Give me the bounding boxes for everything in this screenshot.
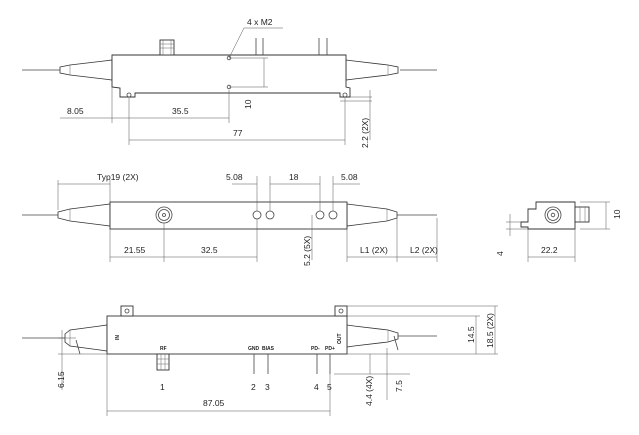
- label-d-4: 4: [495, 251, 505, 256]
- label-d-8-05: 8.05: [67, 106, 84, 116]
- label-in: IN: [115, 335, 121, 340]
- mid-right-boot: [346, 203, 398, 227]
- label-d-21-55: 21.55: [124, 245, 146, 255]
- top-view: 4 x M2 10 8.05 35.5 77 2.2 (2X): [22, 17, 437, 148]
- label-gnd: GND: [248, 346, 260, 352]
- label-pin-5: 5: [327, 382, 332, 392]
- top-right-boot: [345, 59, 399, 81]
- top-left-boot: [59, 59, 113, 81]
- label-mount-holes: 4 x M2: [247, 17, 273, 27]
- end-body: [520, 201, 576, 230]
- label-pin-2: 2: [251, 382, 256, 392]
- label-typ19: Typ19 (2X): [97, 172, 139, 182]
- label-d-4-4: 4.4 (4X): [364, 376, 374, 406]
- label-d-18-5: 18.5 (2X): [485, 313, 495, 348]
- label-pin-4: 4: [314, 382, 319, 392]
- bot-body: [106, 315, 348, 355]
- end-connector-stub: [574, 206, 590, 223]
- top-body: [111, 54, 351, 98]
- middle-view: Typ19 (2X) 5.08 18 5.08 21.55 32.5 5.2 (…: [22, 172, 438, 266]
- label-d-l1: L1 (2X): [360, 245, 388, 255]
- label-d-22-2: 22.2: [541, 245, 558, 255]
- label-d-5-08-b: 5.08: [341, 172, 358, 182]
- end-view: 10 4 22.2: [495, 201, 622, 262]
- label-d-7-5: 7.5: [394, 380, 404, 392]
- label-pd-plus: PD+: [325, 346, 335, 352]
- label-d-l2: L2 (2X): [410, 245, 438, 255]
- label-d-2-2: 2.2 (2X): [360, 118, 370, 148]
- label-d-35-5: 35.5: [172, 106, 189, 116]
- m2-leader: [228, 27, 245, 59]
- top-rf-connector: [159, 39, 175, 56]
- label-d-32-5: 32.5: [201, 245, 218, 255]
- label-pin-1: 1: [160, 382, 165, 392]
- label-d-10-side: 10: [612, 209, 622, 219]
- label-bias: BIAS: [262, 346, 275, 352]
- bot-rf-connector: [156, 353, 170, 371]
- label-d-6-15: 6.15: [56, 371, 66, 388]
- label-d-14-5: 14.5: [466, 326, 476, 343]
- label-pd-minus: PD-: [311, 346, 320, 352]
- label-d-77: 77: [233, 128, 243, 138]
- label-pin-3: 3: [265, 382, 270, 392]
- label-d-87-05: 87.05: [203, 398, 225, 408]
- mid-body: [109, 201, 348, 230]
- bot-right-boot: [346, 324, 399, 348]
- mid-left-boot: [57, 203, 111, 227]
- label-d-5-08-a: 5.08: [226, 172, 243, 182]
- label-d-10-top: 10: [243, 99, 253, 109]
- label-d-5-2: 5.2 (5X): [302, 236, 312, 266]
- label-out: OUT: [337, 333, 343, 344]
- bot-ear-right: [334, 305, 348, 317]
- label-rf: RF: [160, 346, 167, 352]
- label-d-18: 18: [289, 172, 299, 182]
- end-rf-connector: [544, 206, 562, 224]
- bot-ear-left: [120, 305, 134, 317]
- bottom-view: IN OUT RF GND BIAS PD- PD+ 1 2 3 4 5 14.…: [22, 305, 498, 416]
